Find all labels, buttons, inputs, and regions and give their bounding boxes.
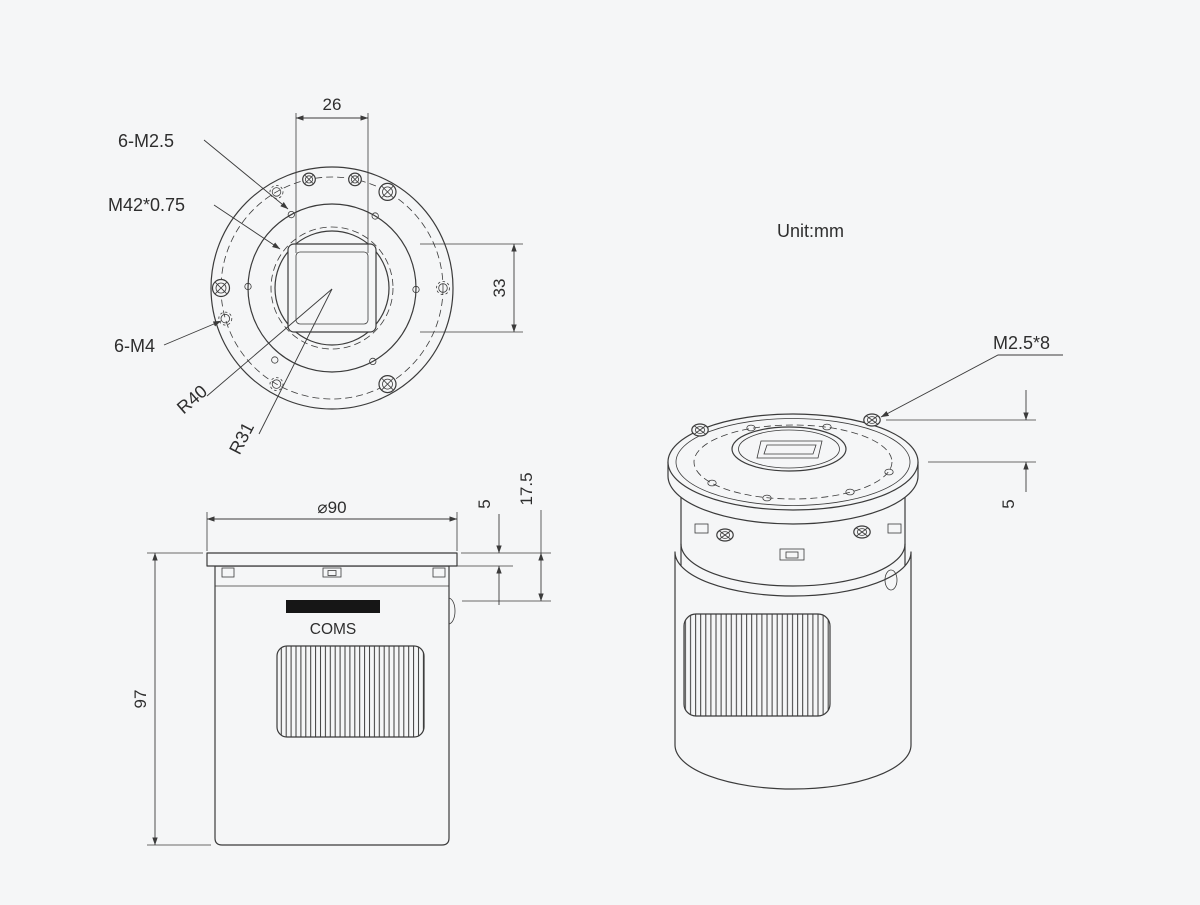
phillips-screw-icon — [716, 528, 734, 542]
dim-26: 26 — [323, 95, 342, 114]
dim-97: 97 — [131, 690, 150, 709]
r31-leader-line — [258, 288, 333, 435]
clip-center — [322, 567, 342, 578]
label-m2-5x8: M2.5*8 — [993, 333, 1050, 353]
clip-right — [432, 567, 446, 578]
iso-collar — [680, 496, 906, 587]
label-r40: R40 — [173, 381, 211, 418]
side-view: COMS ⌀90 97 5 17.5 — [131, 472, 551, 846]
dim-17-5: 17.5 — [517, 472, 536, 505]
m42-leader-line — [213, 204, 281, 250]
m42-bore-circle — [274, 230, 390, 346]
unit-label: Unit:mm — [777, 221, 844, 241]
bolt-circle-r40 — [220, 176, 444, 400]
clip-center-inner — [327, 570, 337, 576]
flange-outer-circle — [210, 166, 454, 410]
iso-clip-center-inner — [785, 551, 799, 559]
dim-diameter: ⌀90 — [206, 498, 458, 551]
iso-clip-center — [779, 548, 805, 561]
label-6-m4: 6-M4 — [114, 336, 155, 356]
circle-r31 — [247, 203, 417, 373]
iso-center-hole — [731, 426, 847, 472]
r40-leader-line — [206, 288, 333, 397]
label-6-m2-5: 6-M2.5 — [118, 131, 174, 151]
dim-flange-thickness: 5 — [453, 499, 551, 605]
phillips-screw-icon — [378, 182, 397, 201]
iso-flange — [667, 413, 919, 525]
phillips-screw-icon — [691, 423, 709, 437]
iso-bolt-circle — [693, 424, 893, 500]
iso-flange-inner-edge — [675, 418, 911, 506]
phillips-screw-small-icon — [302, 172, 316, 187]
dim-33: 33 — [490, 279, 509, 298]
dim-5-iso: 5 — [999, 499, 1018, 508]
dim-overall-height: 97 — [131, 552, 211, 846]
heatsink-fins — [276, 645, 425, 738]
sensor-window-inner — [295, 251, 369, 325]
front-view: 6-M2.5 M42*0.75 6-M4 R40 R31 26 33 — [108, 95, 523, 458]
dim-iso-flange-depth: 5 — [886, 390, 1036, 509]
iso-side-port — [884, 569, 898, 591]
phillips-screw-icon — [863, 413, 881, 427]
iso-view: M2.5*8 5 — [667, 333, 1063, 790]
iso-clip-right — [887, 523, 902, 534]
m25-holes — [244, 211, 420, 365]
dim-diameter-90: ⌀90 — [317, 498, 346, 517]
sensor-window — [287, 243, 377, 333]
phillips-screw-icon — [378, 375, 397, 394]
label-r31: R31 — [225, 419, 258, 458]
m25x8-leader-line — [880, 354, 1063, 418]
dim-5-flange: 5 — [475, 499, 494, 508]
iso-heatsink-fins — [683, 613, 831, 717]
iso-thread-edge — [738, 429, 840, 469]
phillips-screw-icon — [853, 525, 871, 539]
6-m25-leader-line — [203, 139, 289, 210]
label-coms: COMS — [310, 621, 357, 638]
iso-clip-left — [694, 523, 709, 534]
side-port-bump — [448, 597, 456, 625]
label-m42-thread: M42*0.75 — [108, 195, 185, 215]
sensor-label-plate — [286, 600, 380, 613]
phillips-screw-small-icon — [348, 172, 362, 187]
dim-head-height: 17.5 — [462, 472, 551, 602]
dim-sensor-height: 33 — [420, 243, 523, 333]
m4-hole-icon — [218, 311, 233, 326]
iso-sensor-window-inner — [763, 444, 817, 455]
6-m4-leader-line — [163, 320, 222, 346]
dim-sensor-width: 26 — [295, 95, 369, 253]
flange-plate — [206, 552, 458, 567]
phillips-screw-icon — [211, 278, 231, 298]
clip-left — [221, 567, 235, 578]
iso-sensor-window — [756, 440, 823, 459]
m42-thread-circle — [270, 226, 394, 350]
